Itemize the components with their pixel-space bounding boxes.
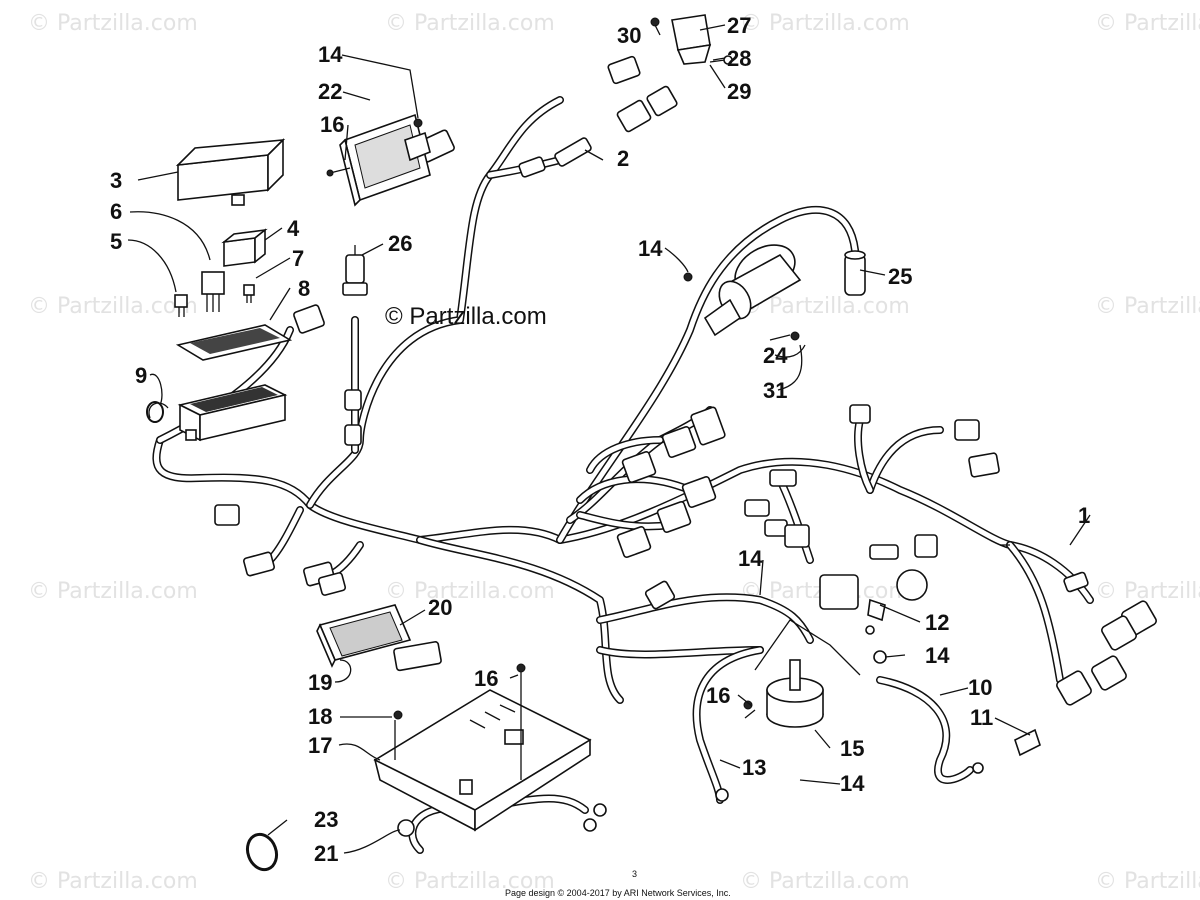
switch-module [650, 14, 733, 65]
callout-29: 29 [727, 79, 751, 104]
callout-9: 9 [135, 363, 147, 388]
callout-27: 27 [727, 13, 751, 38]
page-footer: Page design © 2004-2017 by ARI Network S… [505, 888, 731, 898]
callout-20: 20 [428, 595, 452, 620]
watermark-grid: © Partzilla.com © Partzilla.com © Partzi… [28, 11, 1200, 894]
relay-small [201, 271, 225, 312]
callout-3: 3 [110, 168, 122, 193]
connectors [214, 55, 1157, 706]
watermark: © Partzilla.com [1095, 294, 1200, 319]
callout-14-bottom: 14 [840, 771, 865, 796]
callout-16-tray: 16 [474, 666, 498, 691]
watermark: © Partzilla.com [740, 869, 910, 894]
callout-23: 23 [314, 807, 338, 832]
clamp-ring [146, 401, 169, 423]
callout-18: 18 [308, 704, 332, 729]
watermark: © Partzilla.com [385, 579, 555, 604]
fuse-box [175, 138, 286, 206]
callout-2: 2 [617, 146, 629, 171]
callout-16-top: 16 [320, 112, 344, 137]
callout-16-relay: 16 [706, 683, 730, 708]
callout-labels: 1 2 3 4 5 6 7 8 9 10 11 12 13 14 14 14 1… [110, 13, 1090, 866]
watermark: © Partzilla.com [28, 869, 198, 894]
callout-15: 15 [840, 736, 864, 761]
watermark: © Partzilla.com [740, 11, 910, 36]
callout-22: 22 [318, 79, 342, 104]
callout-28: 28 [727, 46, 751, 71]
watermark: © Partzilla.com [28, 11, 198, 36]
callout-11: 11 [970, 705, 993, 730]
regulator-module [326, 113, 431, 207]
callout-4: 4 [287, 216, 300, 241]
callout-7: 7 [292, 246, 304, 271]
leader-lines [127, 24, 1091, 854]
battery-tray [373, 663, 592, 832]
clamp [245, 832, 279, 872]
page-mark: 3 [632, 869, 637, 879]
callout-14-relay: 14 [738, 546, 763, 571]
watermark: © Partzilla.com [1095, 11, 1200, 36]
callout-26: 26 [388, 231, 412, 256]
fuse-panel-label [175, 324, 293, 361]
fuse [174, 294, 188, 317]
watermark: © Partzilla.com [385, 11, 555, 36]
sensor [342, 245, 368, 296]
watermark: © Partzilla.com [1095, 869, 1200, 894]
watermark: © Partzilla.com [28, 294, 198, 319]
callout-30: 30 [617, 23, 641, 48]
fuse-small [243, 284, 255, 303]
callout-14-right: 14 [925, 643, 950, 668]
ecu-module [316, 604, 442, 672]
fuse-block [177, 384, 288, 442]
callout-19: 19 [308, 670, 332, 695]
starter-relay [743, 659, 824, 728]
ignition-coil [683, 244, 802, 341]
callout-17: 17 [308, 733, 332, 758]
callout-21: 21 [314, 841, 338, 866]
callout-12: 12 [925, 610, 949, 635]
callout-25: 25 [888, 264, 912, 289]
callout-10: 10 [968, 675, 992, 700]
spark-plug-cap [844, 250, 866, 296]
watermark: © Partzilla.com [28, 579, 198, 604]
callout-5: 5 [110, 229, 122, 254]
center-watermark: © Partzilla.com [385, 303, 547, 330]
callout-24: 24 [763, 343, 788, 368]
callout-14-top: 14 [318, 42, 343, 67]
callout-13: 13 [742, 755, 766, 780]
watermark: © Partzilla.com [385, 869, 555, 894]
main-harness [152, 96, 1094, 854]
watermark: © Partzilla.com [1095, 579, 1200, 604]
callout-1: 1 [1078, 503, 1090, 528]
callout-6: 6 [110, 199, 122, 224]
callout-8: 8 [298, 276, 310, 301]
relay [221, 228, 268, 267]
callout-14-coil: 14 [638, 236, 663, 261]
callout-31: 31 [763, 378, 787, 403]
